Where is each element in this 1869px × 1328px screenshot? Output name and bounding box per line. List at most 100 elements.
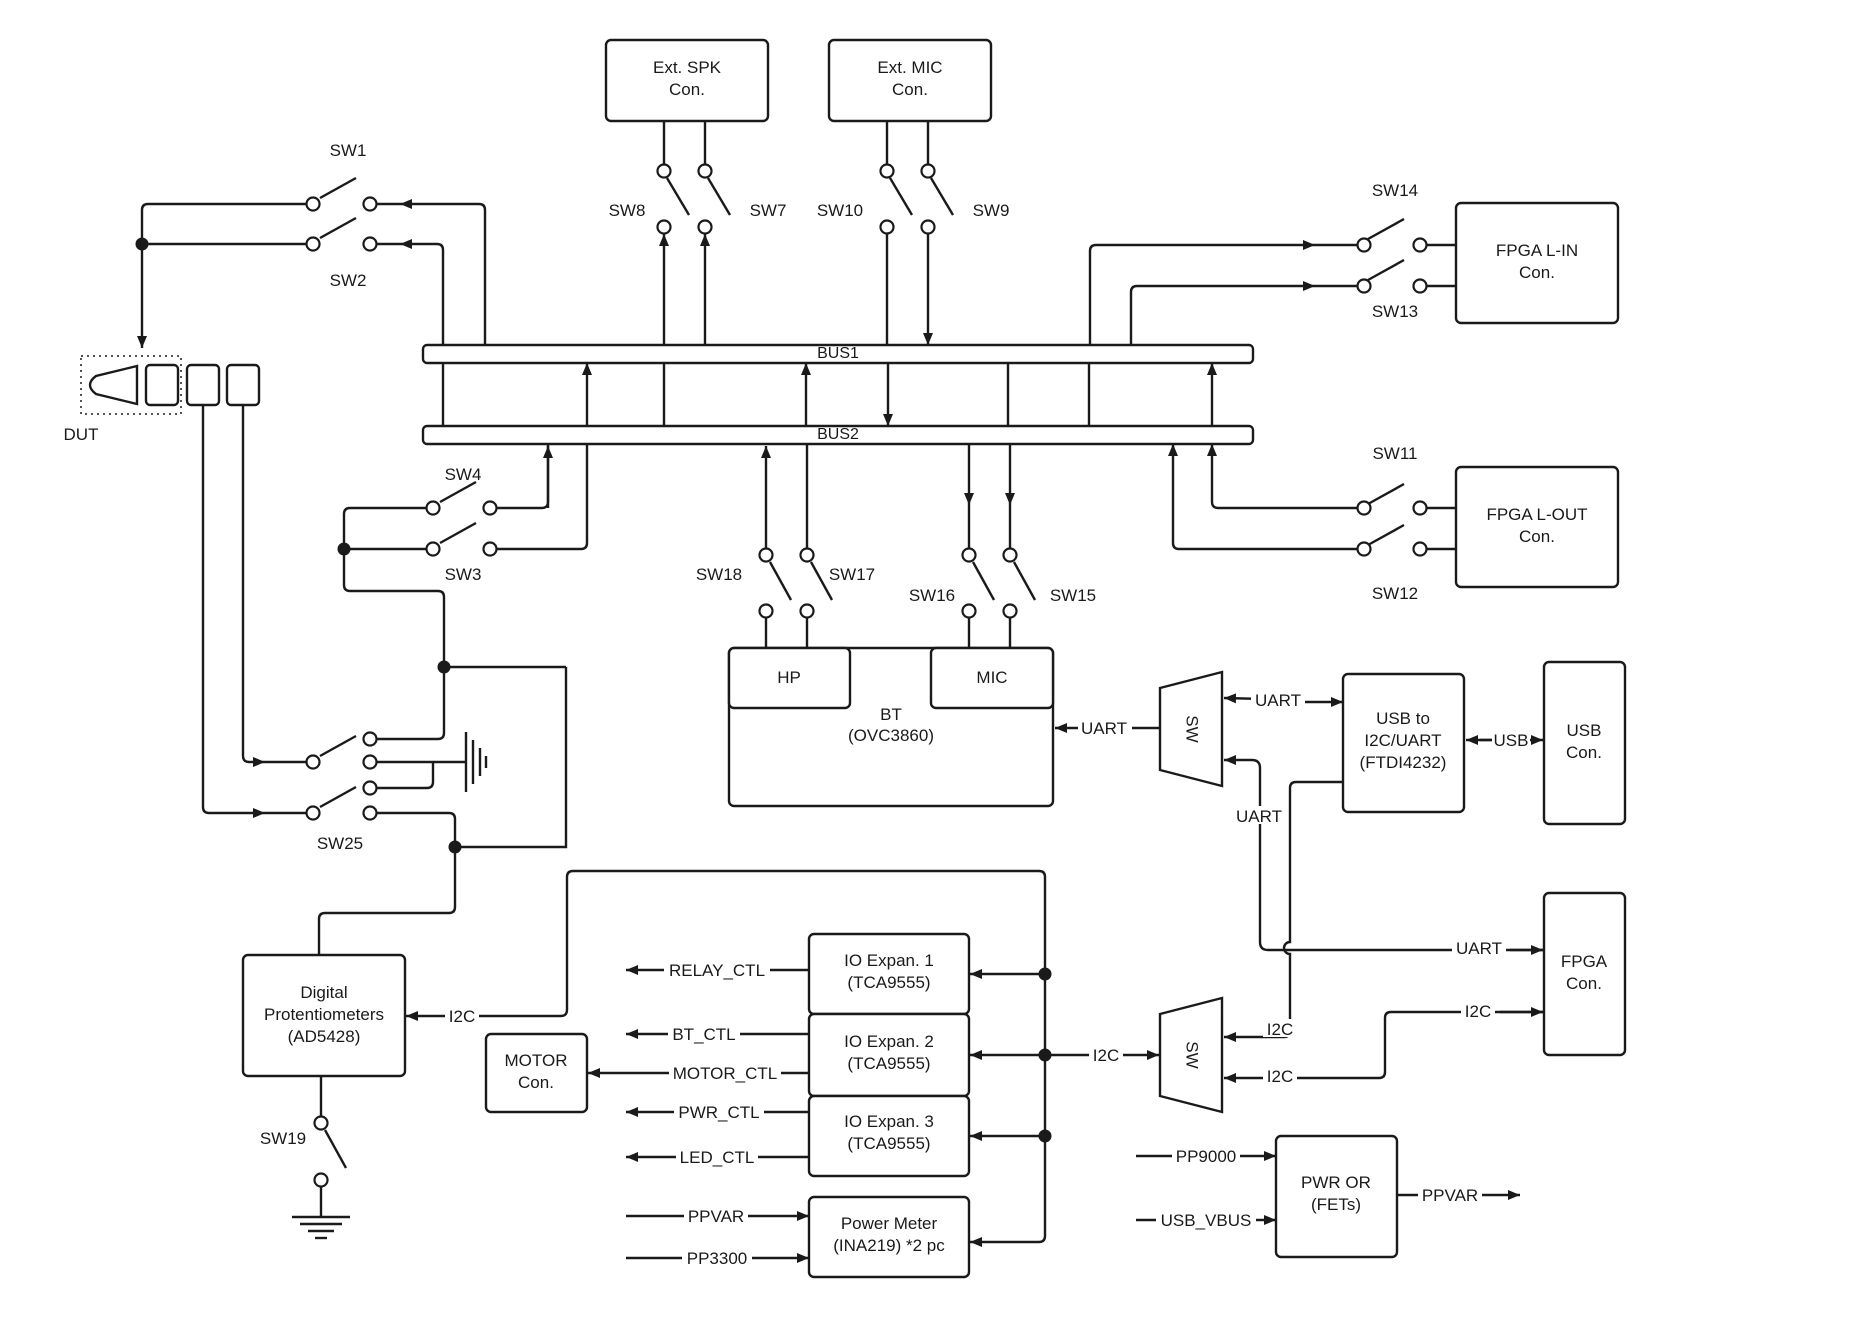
pwr-or: PWR OR (FETs) (1274, 1134, 1399, 1259)
ext-spk-line1: Ext. SPK (653, 58, 722, 77)
i2c-fpga-label: I2C (1465, 1002, 1491, 1021)
fpga-con-line2: Con. (1566, 974, 1602, 993)
relay-ctl-signal: RELAY_CTL (626, 960, 809, 980)
i2c-fpga-link: I2C I2C (1224, 1001, 1543, 1086)
sw18-label: SW18 (696, 565, 742, 584)
switch-sw19: SW19 (260, 1076, 348, 1217)
switch-sw9: SW9 (920, 121, 1010, 345)
pp3300-label: PP3300 (687, 1249, 748, 1268)
pp9000-signal: PP9000 (1136, 1146, 1276, 1166)
io-expander-1: IO Expan. 1 (TCA9555) (807, 932, 971, 1016)
pwr-ctl-signal: PWR_CTL (626, 1102, 809, 1122)
dut: DUT (64, 355, 261, 444)
motor-ctl-label: MOTOR_CTL (673, 1064, 778, 1083)
ppvar-out-signal: PPVAR (1397, 1185, 1520, 1205)
fpga-lout-line2: Con. (1519, 527, 1555, 546)
sw7-label: SW7 (750, 201, 787, 220)
digital-potentiometers: Digital Protentiometers (AD5428) (241, 953, 407, 1078)
io-exp3-line2: (TCA9555) (847, 1134, 930, 1153)
switch-sw2: SW2 (135, 216, 445, 348)
switch-sw3: SW3 (337, 444, 589, 584)
i2c-exp-sw-label: I2C (1093, 1046, 1119, 1065)
sw14-label: SW14 (1372, 181, 1418, 200)
pp9000-label: PP9000 (1176, 1147, 1237, 1166)
i2c-sw-bottom-label: I2C (1267, 1067, 1293, 1086)
bus1-label: BUS1 (817, 345, 859, 362)
sw16-label: SW16 (909, 586, 955, 605)
ext-spk-connector: Ext. SPK Con. (604, 38, 770, 123)
sw19-label: SW19 (260, 1129, 306, 1148)
ppvar-in-label: PPVAR (688, 1207, 744, 1226)
switch-sw7: SW7 (697, 121, 787, 345)
uart-sw-usb-label: UART (1255, 691, 1301, 710)
switch-sw25: SW25 (305, 731, 378, 853)
inter-bus-links (441, 363, 1217, 426)
fpga-lout-connector: FPGA L-OUT Con. (1454, 465, 1620, 589)
usb-vbus-signal: USB_VBUS (1136, 1210, 1276, 1230)
usb-i2c-uart-bridge: USB to I2C/UART (FTDI4232) (1341, 672, 1466, 814)
fpga-con-line1: FPGA (1561, 952, 1608, 971)
switch-sw16: SW16 (909, 444, 996, 648)
switch-sw11: SW11 (1207, 444, 1456, 516)
ppvar-out-label: PPVAR (1422, 1186, 1478, 1205)
io-exp3-line1: IO Expan. 3 (844, 1112, 934, 1131)
relay-ctl-label: RELAY_CTL (669, 961, 765, 980)
motor-ctl-signal: MOTOR_CTL (588, 1063, 809, 1083)
uart-bt-link: UART (1055, 718, 1160, 738)
sw13-label: SW13 (1372, 302, 1418, 321)
usb-link: USB (1466, 730, 1543, 750)
ext-mic-connector: Ext. MIC Con. (827, 38, 993, 123)
pot-line1: Digital (300, 983, 347, 1002)
power-meter-line2: (INA219) *2 pc (833, 1236, 945, 1255)
led-ctl-signal: LED_CTL (626, 1147, 809, 1167)
sw17-label: SW17 (829, 565, 875, 584)
ground-symbol-bottom (292, 1215, 350, 1240)
dut-label: DUT (64, 425, 99, 444)
usb-con-line1: USB (1567, 721, 1602, 740)
usb-connector: USB Con. (1542, 660, 1627, 826)
switch-sw17: SW17 (799, 444, 875, 648)
io-exp2-line1: IO Expan. 2 (844, 1032, 934, 1051)
i2c-ftdi-link: I2C (1224, 780, 1343, 1042)
led-ctl-label: LED_CTL (680, 1148, 755, 1167)
motor-con-line2: Con. (518, 1073, 554, 1092)
sw-mux-top: SW (1158, 670, 1224, 788)
sw9-label: SW9 (973, 201, 1010, 220)
sw3-label: SW3 (445, 565, 482, 584)
switch-sw1: SW1 (140, 141, 487, 345)
sw3-to-pot-wires (317, 549, 568, 955)
bt-line1: BT (880, 705, 902, 724)
switch-sw4: SW4 (342, 444, 553, 548)
motor-connector: MOTOR Con. (484, 1032, 589, 1114)
usb-vbus-label: USB_VBUS (1161, 1211, 1252, 1230)
switch-sw18: SW18 (696, 446, 793, 648)
io-exp1-line1: IO Expan. 1 (844, 951, 934, 970)
sw-mux-bottom: SW (1158, 996, 1224, 1114)
i2c-pot-label: I2C (449, 1007, 475, 1026)
uart-fpga-label: UART (1456, 939, 1502, 958)
sw25-label: SW25 (317, 834, 363, 853)
sw-mux-bottom-label: SW (1183, 1041, 1202, 1068)
fpga-lout-line1: FPGA L-OUT (1486, 505, 1587, 524)
switch-sw13: SW13 (1129, 258, 1456, 345)
fpga-lin-connector: FPGA L-IN Con. (1454, 201, 1620, 325)
pwr-or-line1: PWR OR (1301, 1173, 1371, 1192)
bt-ctl-label: BT_CTL (672, 1025, 735, 1044)
switch-sw15: SW15 (1002, 444, 1096, 648)
io-expander-3: IO Expan. 3 (TCA9555) (807, 1094, 971, 1178)
sw1-label: SW1 (330, 141, 367, 160)
ftdi-line1: USB to (1376, 709, 1430, 728)
io-exp1-line2: (TCA9555) (847, 973, 930, 992)
sw-mux-top-label: SW (1183, 715, 1202, 742)
sw4-label: SW4 (445, 465, 482, 484)
uart-vertical-link: UART UART (1224, 755, 1543, 958)
ftdi-line2: I2C/UART (1364, 731, 1441, 750)
fpga-connector: FPGA Con. (1542, 891, 1627, 1057)
uart-vertical-label: UART (1236, 807, 1282, 826)
i2c-sw-top-label: I2C (1267, 1020, 1293, 1039)
sw15-label: SW15 (1050, 586, 1096, 605)
bt-line2: (OVC3860) (848, 726, 934, 745)
mic-label: MIC (976, 668, 1007, 687)
ground-symbol-right (377, 732, 488, 792)
